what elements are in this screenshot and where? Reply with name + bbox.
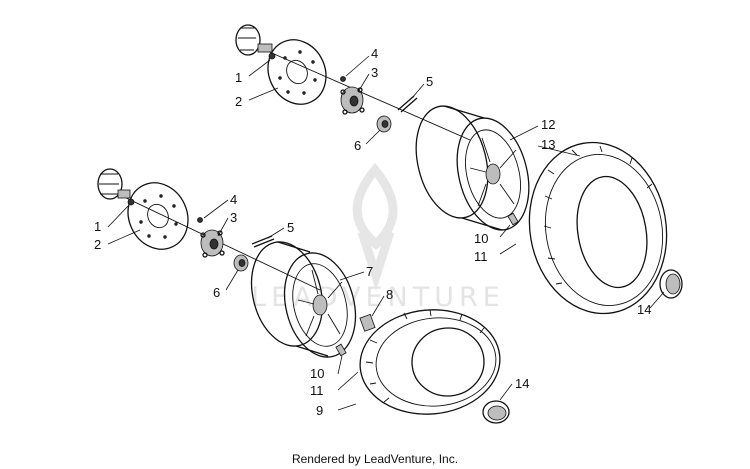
callout-lower-4: 4 bbox=[230, 192, 237, 207]
callout-upper-5: 5 bbox=[426, 74, 433, 89]
callout-upper-10: 10 bbox=[474, 231, 488, 246]
upper-brake-disc bbox=[267, 39, 327, 105]
callout-upper-13: 13 bbox=[541, 137, 555, 152]
upper-center-cap bbox=[659, 269, 683, 299]
lower-spindle bbox=[97, 168, 131, 200]
upper-tire bbox=[528, 141, 668, 315]
upper-screw bbox=[268, 52, 276, 60]
upper-stud bbox=[340, 76, 346, 82]
upper-rim bbox=[415, 105, 530, 231]
callout-lower-3: 3 bbox=[230, 210, 237, 225]
lower-hub bbox=[200, 229, 225, 258]
upper-wheel-assembly bbox=[235, 24, 683, 315]
watermark-flame-icon bbox=[352, 162, 398, 291]
upper-axle-line bbox=[264, 49, 471, 141]
callout-labels: 1 2 4 3 5 6 12 13 10 11 14 1 2 4 3 5 6 7… bbox=[94, 46, 651, 418]
lower-screw bbox=[127, 198, 135, 206]
callout-lower-1: 1 bbox=[94, 219, 101, 234]
callout-lower-11: 11 bbox=[310, 383, 324, 398]
callout-lower-10: 10 bbox=[310, 366, 324, 381]
render-credit: Rendered by LeadVenture, Inc. bbox=[291, 452, 459, 466]
upper-cotter-pin bbox=[397, 95, 418, 113]
watermark: LEADVENTURE bbox=[251, 162, 505, 313]
callout-upper-3: 3 bbox=[371, 65, 378, 80]
callout-lower-14: 14 bbox=[515, 376, 529, 391]
lower-cotter-pin bbox=[251, 235, 275, 248]
callout-upper-11: 11 bbox=[474, 249, 488, 264]
upper-valve-stem bbox=[507, 212, 519, 226]
callout-upper-6: 6 bbox=[354, 138, 361, 153]
callout-upper-12: 12 bbox=[541, 117, 555, 132]
callout-lower-7: 7 bbox=[366, 264, 373, 279]
lower-brake-disc bbox=[127, 182, 189, 250]
lower-tire bbox=[359, 309, 501, 415]
callout-upper-14: 14 bbox=[637, 302, 651, 317]
callout-upper-4: 4 bbox=[371, 46, 378, 61]
callout-lower-8: 8 bbox=[386, 287, 393, 302]
lower-bearing-insert bbox=[359, 313, 376, 332]
callout-lower-9: 9 bbox=[316, 403, 323, 418]
lower-castle-nut bbox=[233, 254, 249, 272]
upper-spindle bbox=[235, 24, 273, 56]
callout-upper-2: 2 bbox=[235, 94, 242, 109]
callout-lower-6: 6 bbox=[213, 285, 220, 300]
lower-center-cap bbox=[482, 400, 510, 424]
upper-hub bbox=[340, 86, 365, 115]
callout-lower-2: 2 bbox=[94, 237, 101, 252]
lower-rim bbox=[250, 241, 357, 358]
callout-lower-5: 5 bbox=[287, 220, 294, 235]
lower-wheel-assembly bbox=[97, 168, 510, 424]
watermark-text: LEADVENTURE bbox=[251, 282, 505, 313]
lower-stud bbox=[197, 217, 203, 223]
upper-castle-nut bbox=[376, 115, 392, 133]
callout-upper-1: 1 bbox=[235, 70, 242, 85]
leader-lines bbox=[107, 55, 665, 411]
lower-valve-stem bbox=[335, 343, 347, 357]
